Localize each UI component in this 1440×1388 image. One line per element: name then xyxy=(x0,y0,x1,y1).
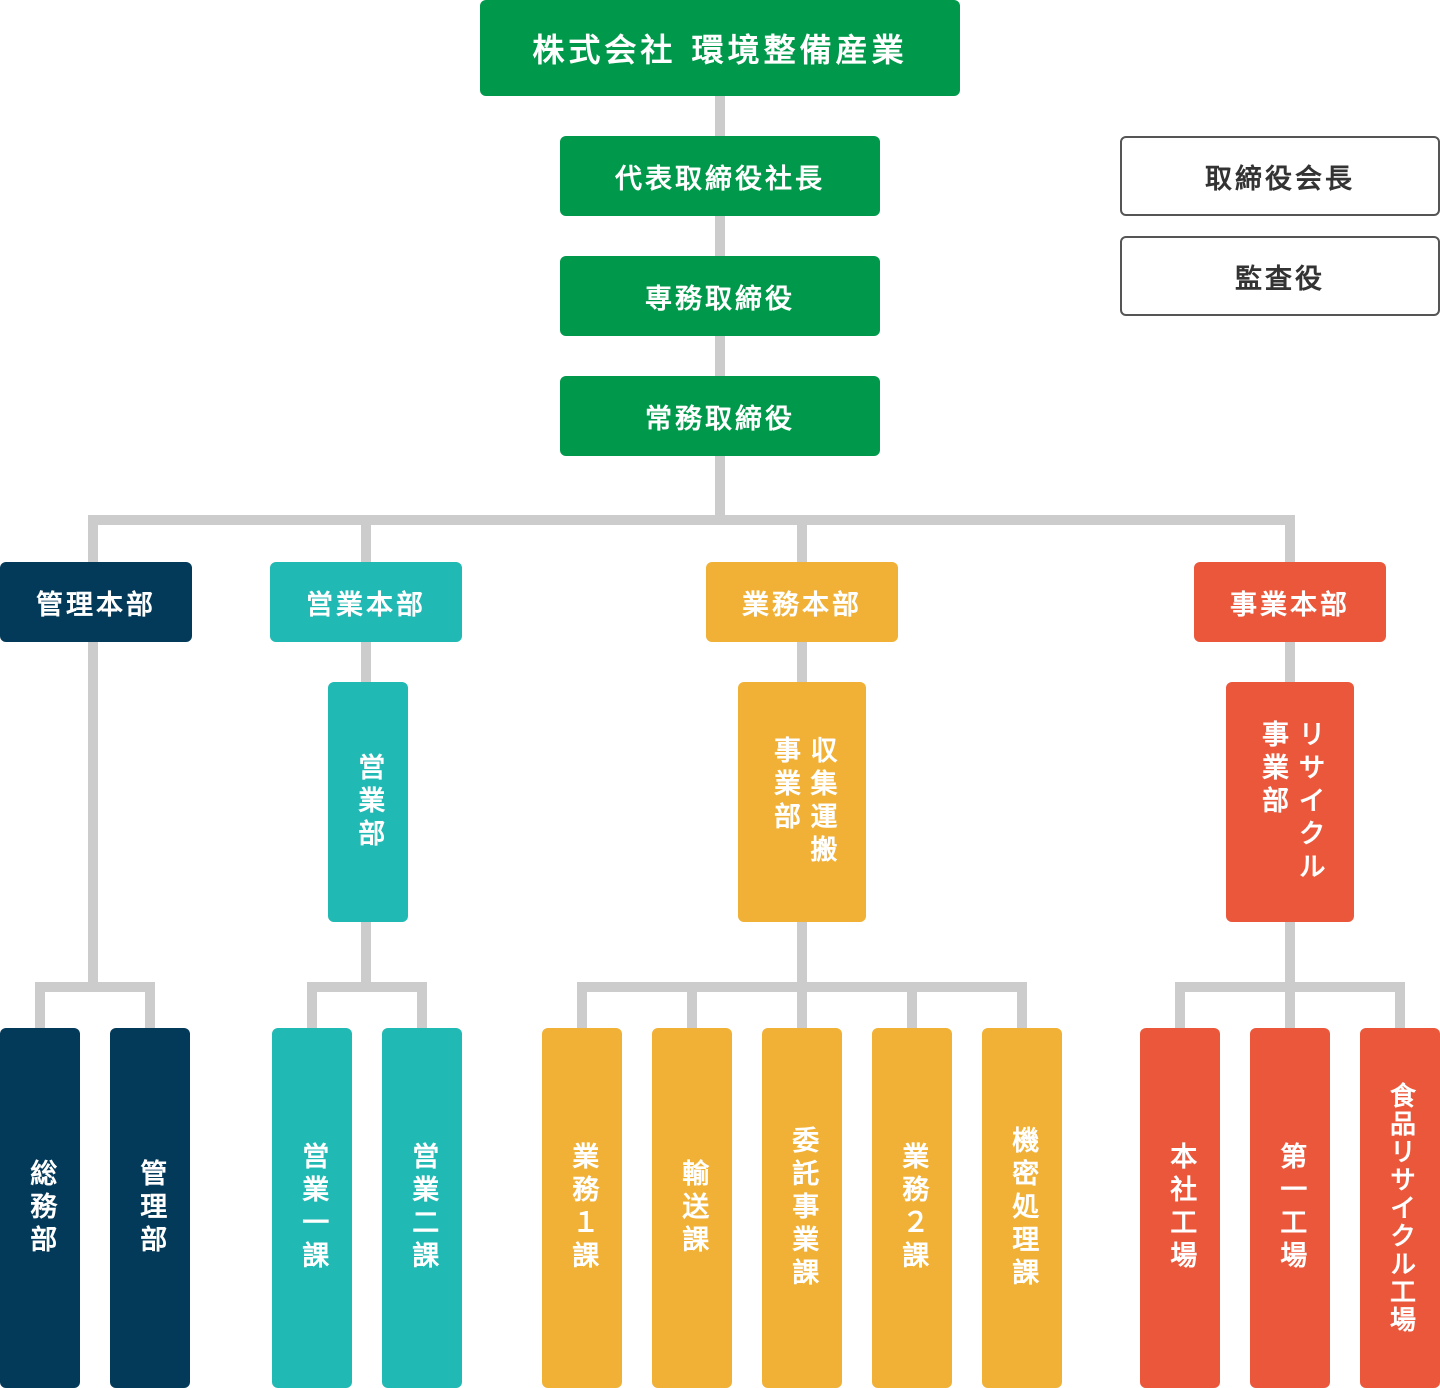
company-box: 株式会社 環境整備産業 xyxy=(480,0,960,96)
managing-director-box: 常務取締役 xyxy=(560,376,880,456)
section-label: 第一工場 xyxy=(1275,1142,1307,1274)
section-contract-business: 委託事業課 xyxy=(762,1028,842,1388)
division-sales: 営業本部 xyxy=(270,562,462,642)
section-head-office-plant: 本社工場 xyxy=(1140,1028,1220,1388)
department-label: 営業部 xyxy=(353,752,385,852)
section-sales-2: 営業二課 xyxy=(382,1028,462,1388)
connector-line xyxy=(88,515,1295,525)
department-recycling: リサイクル 事業部 xyxy=(1226,682,1354,922)
section-food-recycling-plant: 食品リサイクル工場 xyxy=(1360,1028,1440,1388)
division-operations: 業務本部 xyxy=(706,562,898,642)
chairman-box: 取締役会長 xyxy=(1120,136,1440,216)
connector-line xyxy=(88,515,98,565)
connector-line xyxy=(797,515,807,565)
section-label: 営業一課 xyxy=(297,1142,329,1274)
section-general-affairs: 総務部 xyxy=(0,1028,80,1388)
connector-line xyxy=(361,920,371,990)
connector-line xyxy=(145,982,155,1030)
connector-line xyxy=(361,640,371,685)
connector-line xyxy=(907,982,917,1030)
department-sales: 営業部 xyxy=(328,682,408,922)
section-confidential-disposal: 機密処理課 xyxy=(982,1028,1062,1388)
connector-line xyxy=(1285,982,1295,1030)
department-collection-transport: 収集運搬 事業部 xyxy=(738,682,866,922)
auditor-box: 監査役 xyxy=(1120,236,1440,316)
connector-line xyxy=(1175,982,1185,1030)
connector-line xyxy=(361,515,371,565)
department-label: リサイクル 事業部 xyxy=(1257,719,1325,885)
connector-line xyxy=(797,640,807,685)
section-label: 業務１課 xyxy=(567,1142,599,1274)
senior-managing-director-box: 専務取締役 xyxy=(560,256,880,336)
section-label: 管理部 xyxy=(135,1158,167,1258)
division-business: 事業本部 xyxy=(1194,562,1386,642)
connector-line xyxy=(35,982,45,1030)
connector-line xyxy=(687,982,697,1030)
section-label: 機密処理課 xyxy=(1007,1125,1039,1291)
section-transport: 輸送課 xyxy=(652,1028,732,1388)
president-box: 代表取締役社長 xyxy=(560,136,880,216)
section-operations-2: 業務２課 xyxy=(872,1028,952,1388)
department-label: 収集運搬 事業部 xyxy=(769,736,837,868)
connector-line xyxy=(1285,640,1295,685)
section-label: 輸送課 xyxy=(677,1158,709,1258)
connector-line xyxy=(577,982,587,1030)
section-label: 本社工場 xyxy=(1165,1142,1197,1274)
connector-line xyxy=(307,982,427,992)
connector-line xyxy=(88,640,98,990)
section-sales-1: 営業一課 xyxy=(272,1028,352,1388)
division-administration: 管理本部 xyxy=(0,562,192,642)
connector-line xyxy=(307,982,317,1030)
section-label: 委託事業課 xyxy=(787,1125,819,1291)
section-label: 営業二課 xyxy=(407,1142,439,1274)
connector-line xyxy=(1395,982,1405,1030)
section-administration: 管理部 xyxy=(110,1028,190,1388)
connector-line xyxy=(797,982,807,1030)
connector-line xyxy=(417,982,427,1030)
connector-line xyxy=(797,920,807,990)
connector-line xyxy=(1285,515,1295,565)
section-label: 総務部 xyxy=(25,1158,57,1258)
section-operations-1: 業務１課 xyxy=(542,1028,622,1388)
connector-line xyxy=(35,982,155,992)
connector-line xyxy=(1285,920,1295,990)
section-label: 業務２課 xyxy=(897,1142,929,1274)
section-label: 食品リサイクル工場 xyxy=(1385,1082,1416,1334)
section-first-plant: 第一工場 xyxy=(1250,1028,1330,1388)
connector-line xyxy=(1017,982,1027,1030)
